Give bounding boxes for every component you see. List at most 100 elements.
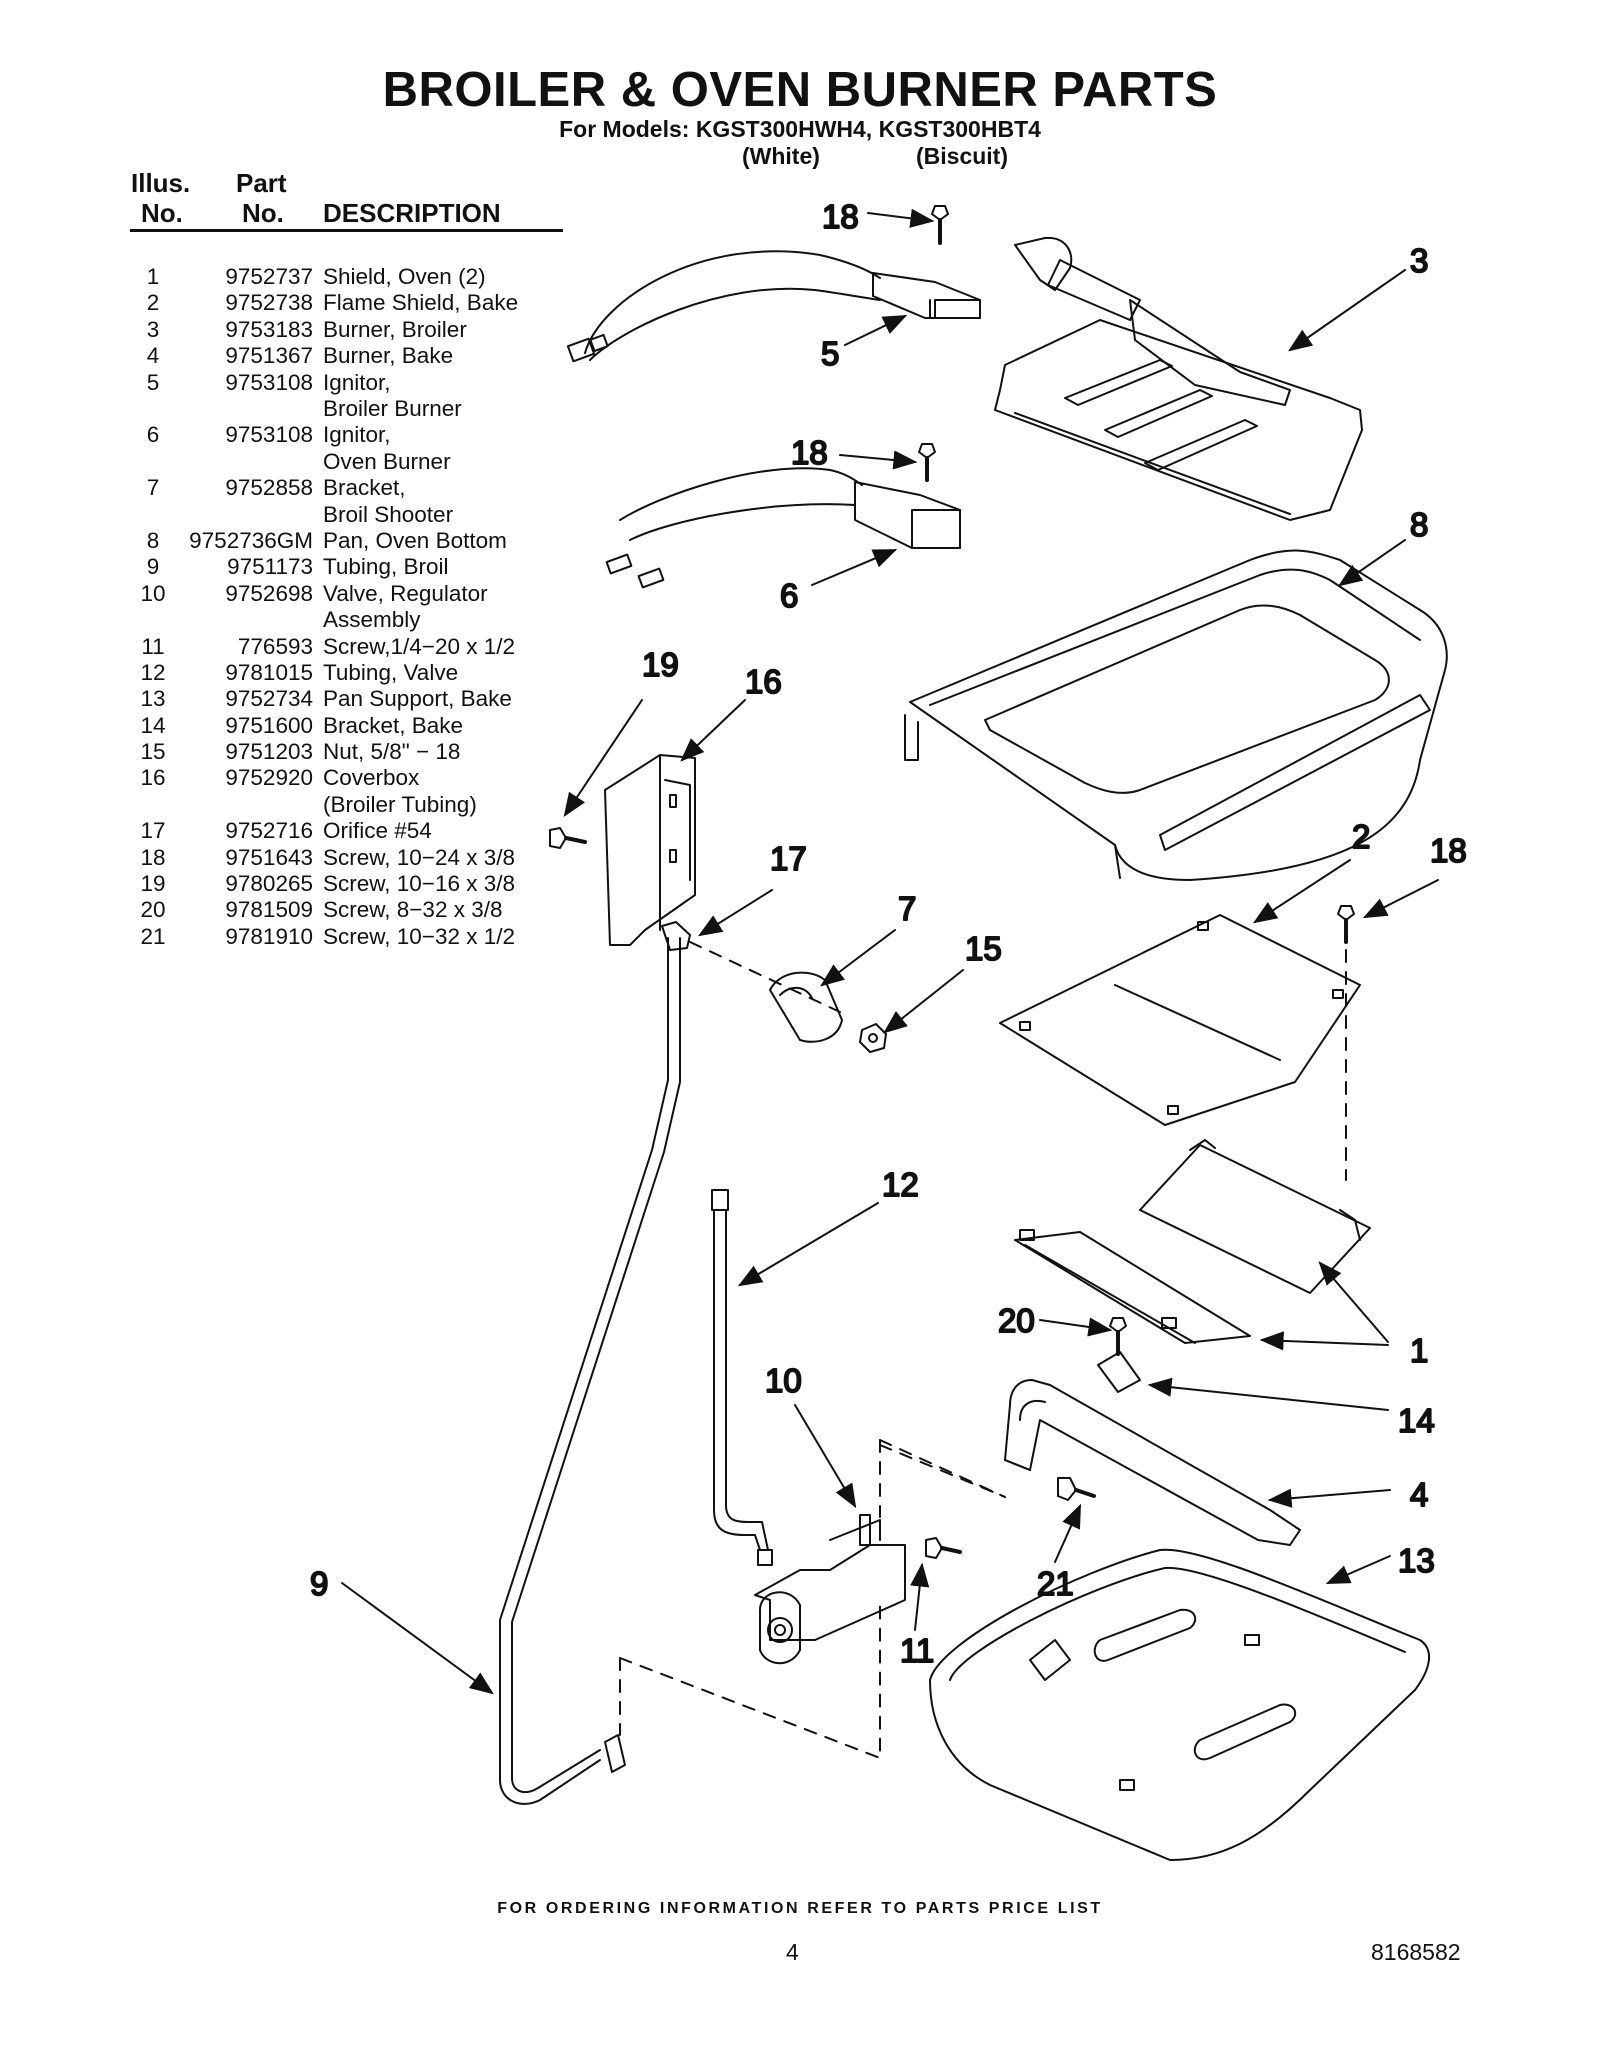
part-description: Screw,1/4−20 x 1/2 [323,634,515,660]
screw-11-icon [925,1537,962,1559]
part-number: 9752736GM [189,527,313,553]
bake-burner-part [1004,1379,1301,1546]
description-line: Bracket, [323,475,406,501]
ordering-note: FOR ORDERING INFORMATION REFER TO PARTS … [497,1900,1103,1917]
page-number: 4 [786,1939,799,1965]
illus-number: 11 [141,633,165,659]
description-line: Burner, Bake [323,343,454,369]
part-number: 9752858 [225,475,313,501]
part-description: Flame Shield, Bake [323,290,518,316]
callout-16: 16 [745,663,782,700]
part-number: 9753183 [225,316,313,342]
description-line: Broil Shooter [323,501,454,527]
illus-number: 20 [140,897,166,923]
callout-9: 9 [310,1565,328,1602]
part-description: Burner, Broiler [323,317,467,343]
callout-10: 10 [765,1362,802,1399]
callout-8: 8 [1410,506,1428,543]
part-number: 9751367 [225,343,313,369]
description-line: Pan, Oven Bottom [323,527,507,553]
description-line: Screw, 10−24 x 3/8 [323,844,515,870]
part-description: Nut, 5/8" − 18 [323,739,460,765]
part-number: 776593 [237,633,313,659]
description-line: Orifice #54 [323,818,432,844]
part-number: 9781910 [225,923,313,949]
illus-number: 19 [140,871,166,897]
col-head-illus: Illus. No. [131,168,191,228]
callout-2: 2 [1352,818,1370,855]
part-description: Bracket, Bake [323,713,463,739]
part-description: Screw, 8−32 x 3/8 [323,897,502,923]
description-line: Coverbox [323,765,420,791]
nut-part [859,1023,887,1053]
illus-number: 3 [146,316,160,342]
variant-white: (White) [742,143,820,169]
part-description: Pan Support, Bake [323,686,512,712]
description-line: Ignitor, [323,369,391,395]
orifice-part [661,921,691,951]
part-number: 9781509 [225,897,313,923]
parts-row: 11 776593 Screw,1/4−20 x 1/2 [130,634,570,660]
part-number: 9751203 [225,739,313,765]
callout-19: 19 [642,646,679,683]
screw-21-icon [1057,1477,1096,1501]
illus-number: 13 [140,686,166,712]
col-head-description: DESCRIPTION [323,198,501,228]
description-line: Burner, Broiler [323,316,467,342]
flame-shield-bake-part [999,914,1361,1126]
ignitor-broiler-burner-part [566,250,981,363]
description-line: (Broiler Tubing) [323,791,477,817]
description-line: Screw, 8−32 x 3/8 [323,897,503,923]
description-line: Screw, 10−16 x 3/8 [323,871,515,897]
parts-row: 20 9781509 Screw, 8−32 x 3/8 [130,897,570,923]
illus-number: 10 [140,580,166,606]
models-line: For Models: KGST300HWH4, KGST300HBT4 [559,116,1041,142]
description-line: Screw, 10−32 x 1/2 [323,923,515,949]
bake-bracket-part [1097,1351,1141,1393]
illus-number: 4 [146,343,160,369]
valve-guide-line [879,1439,1006,1498]
parts-row: 19 9780265 Screw, 10−16 x 3/8 [130,871,570,897]
callout-17: 17 [770,840,807,877]
description-line: Flame Shield, Bake [323,290,519,316]
part-description: Tubing, Valve [323,660,458,686]
part-number: 9780265 [225,871,313,897]
part-number: 9752698 [225,580,313,606]
description-line: Assembly [323,607,421,633]
illus-number: 15 [140,739,166,765]
callout-18: 18 [1430,832,1467,869]
illus-number: 8 [146,527,160,553]
illus-number: 12 [140,659,166,685]
oven-bottom-pan-part [904,549,1448,881]
part-number: 9753108 [225,369,313,395]
part-description: Ignitor,Broiler Burner [323,370,462,423]
table-header-rule [130,229,563,232]
callout-15: 15 [965,930,1002,967]
valve-tubing-part [711,1189,773,1566]
oven-shield-upper-part [1139,1139,1371,1294]
callout-3: 3 [1410,242,1428,279]
pan-support-bake-part [929,1548,1430,1861]
tubing-guide-line [619,1599,881,1759]
illus-number: 7 [146,475,160,501]
part-description: Shield, Oven (2) [323,264,486,290]
callout-7: 7 [898,890,916,927]
col-head-part: Part No. [236,168,287,228]
description-line: Tubing, Broil [323,554,449,580]
variant-biscuit: (Biscuit) [916,143,1008,169]
part-number: 9752920 [225,765,313,791]
parts-row: 8 9752736GM Pan, Oven Bottom [130,528,570,554]
orifice-guide-line [689,941,841,1013]
illus-number: 1 [146,264,160,289]
screw-20-icon [1109,1317,1127,1356]
description-line: Bracket, Bake [323,712,464,738]
parts-row: 15 9751203 Nut, 5/8" − 18 [130,739,570,765]
callout-14: 14 [1398,1402,1435,1439]
illus-number: 21 [140,923,166,949]
parts-row: 4 9751367 Burner, Bake [130,343,570,369]
description-line: Shield, Oven (2) [323,264,486,289]
